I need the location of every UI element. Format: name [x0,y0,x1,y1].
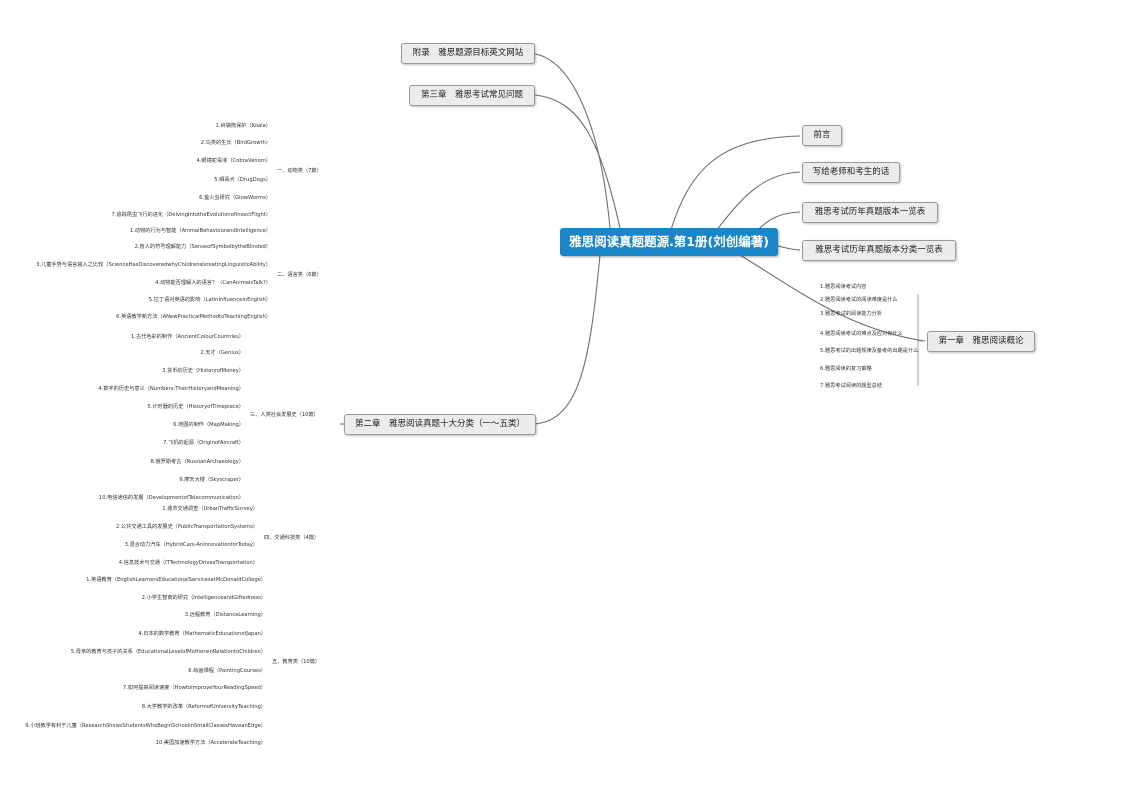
article-item[interactable]: 9.摩天大楼（Skyscraper） [179,477,244,483]
article-item[interactable]: 5.计时器的历史（HistoryofTimepiece） [147,404,244,410]
article-item[interactable]: 8.俄罗斯考古（RussianArchaeology） [150,459,244,465]
node-version-category-list[interactable]: 雅思考试历年真题版本分类一览表 [802,240,956,261]
article-item[interactable]: 4.日本的数学教育（MathematicEducationofJapan） [138,631,266,637]
chapter1-item[interactable]: 1.雅思阅读考试内容 [820,284,867,290]
article-item[interactable]: 8.大学教学的改革（ReformofUniversityTeaching） [141,704,266,710]
article-item[interactable]: 6.绘画课程（PaintingCourses） [188,668,266,674]
article-item[interactable]: 5.缉毒犬（DrugDogs） [214,177,271,183]
chapter1-item[interactable]: 5.雅思考试的出题规律及备考的出路是什么 [820,348,919,354]
article-item[interactable]: 3.儿童手势与语言输入之比较（ScienceHasDiscoveredwhyCh… [36,262,271,268]
article-item[interactable]: 6.英语教学新方法（ANewPracticalMethodtoTeachingE… [116,314,271,320]
category-label[interactable]: 五、教育类（10篇） [272,659,321,665]
article-item[interactable]: 1.动物的行为与智能（AnimalBehaviourandIntelligenc… [129,228,271,234]
article-item[interactable]: 2.天才（Genius） [200,350,244,356]
category-label[interactable]: 二、语言类（6篇） [277,272,322,278]
chapter1-item[interactable]: 3.雅思考试的阅读能力分析 [820,311,883,317]
article-item[interactable]: 1.英语教育（EnglishLearnersEducationalService… [86,577,266,583]
article-item[interactable]: 1.城市交通调查（UrbanTrafficSurvey） [162,506,258,512]
category-label[interactable]: 三、人类社会发展史（10篇） [250,412,319,418]
article-item[interactable]: 7.追踪昆虫飞行的进化（DelvingIntotheEvolutionofIns… [111,212,271,218]
node-foreword[interactable]: 前言 [802,125,842,146]
node-appendix[interactable]: 附录 雅思题源目标英文网站 [401,43,535,64]
article-item[interactable]: 4.数字的历史与意义（Numbers:TheirHistoryandMeanin… [98,386,244,392]
article-item[interactable]: 3.远程教育（DistanceLearning） [184,612,266,618]
chapter1-item[interactable]: 4.雅思阅读考试的难点及应对有什么 [820,331,903,337]
central-topic[interactable]: 雅思阅读真题题源.第1册(刘创编著) [560,228,778,256]
article-item[interactable]: 5.母亲的教育与孩子的关系（EducationalLevelofMothersi… [70,649,266,655]
article-item[interactable]: 2.公共交通工具的发展史（PublicTransportationSystems… [115,524,258,530]
chapter1-item[interactable]: 2.雅思阅读考试的阅读难度是什么 [820,297,898,303]
article-item[interactable]: 4.动物能否理解人的语言？（CanAnimalsTalk?） [155,280,271,286]
article-item[interactable]: 9.小班教学有利于儿童（ResearchShowsStudentsWhoBegi… [25,723,266,729]
article-item[interactable]: 10.美国加速教学方法（AccelerateTeaching） [155,740,266,746]
article-item[interactable]: 5.拉丁语对英语的影响（LatinInfluenceinEnglish） [148,297,271,303]
article-item[interactable]: 10.电信通信的发展（DevelopmentofTelecommunicatio… [98,495,244,501]
chapter1-item[interactable]: 6.雅思阅读的复习策略 [820,366,872,372]
chapter1-item[interactable]: 7.雅思考试阅读的题型总结 [820,383,883,389]
article-item[interactable]: 2.鸟类的生长（BirdGrowth） [200,140,271,146]
article-item[interactable]: 2.盲人的符号理解能力（SenseofSymbolbytheBlinded） [134,244,271,250]
article-item[interactable]: 1.树袋熊保护（Koala） [215,123,271,129]
article-item[interactable]: 6.地图的制作（MapMaking） [173,422,244,428]
node-chapter-2[interactable]: 第二章 雅思阅读真题十大分类（一～五类） [344,414,536,435]
node-chapter-3[interactable]: 第三章 雅思考试常见问题 [409,85,535,106]
category-label[interactable]: 一、动物类（7篇） [277,168,322,174]
article-item[interactable]: 2.小学生智商的研究（IntelligenceandGiftedness） [141,595,266,601]
article-item[interactable]: 3.混合动力汽车（HybridCars-AnInnovationforToday… [124,542,258,548]
node-chapter-1[interactable]: 第一章 雅思阅读概论 [927,331,1035,352]
article-item[interactable]: 3.货币的历史（HistoryofMoney） [162,368,244,374]
article-item[interactable]: 1.古代色彩的制作（AncientColourCountries） [131,334,244,340]
article-item[interactable]: 6.萤火虫研究（GlowWorms） [199,195,271,201]
node-note-to-readers[interactable]: 写给老师和考生的话 [802,162,900,183]
article-item[interactable]: 7.飞机的起源（OriginofAircraft） [163,440,244,446]
category-label[interactable]: 四、交通科技类（4篇） [264,535,320,541]
node-version-list[interactable]: 雅思考试历年真题版本一览表 [802,202,938,223]
article-item[interactable]: 4.眼镜蛇毒液（CobraVenom） [196,158,271,164]
article-item[interactable]: 4.信息技术与交通（ITTechnologyDrivesTransportati… [118,560,258,566]
article-item[interactable]: 7.如何提高阅读速度（HowtoImproveYourReadingSpeed） [122,685,266,691]
